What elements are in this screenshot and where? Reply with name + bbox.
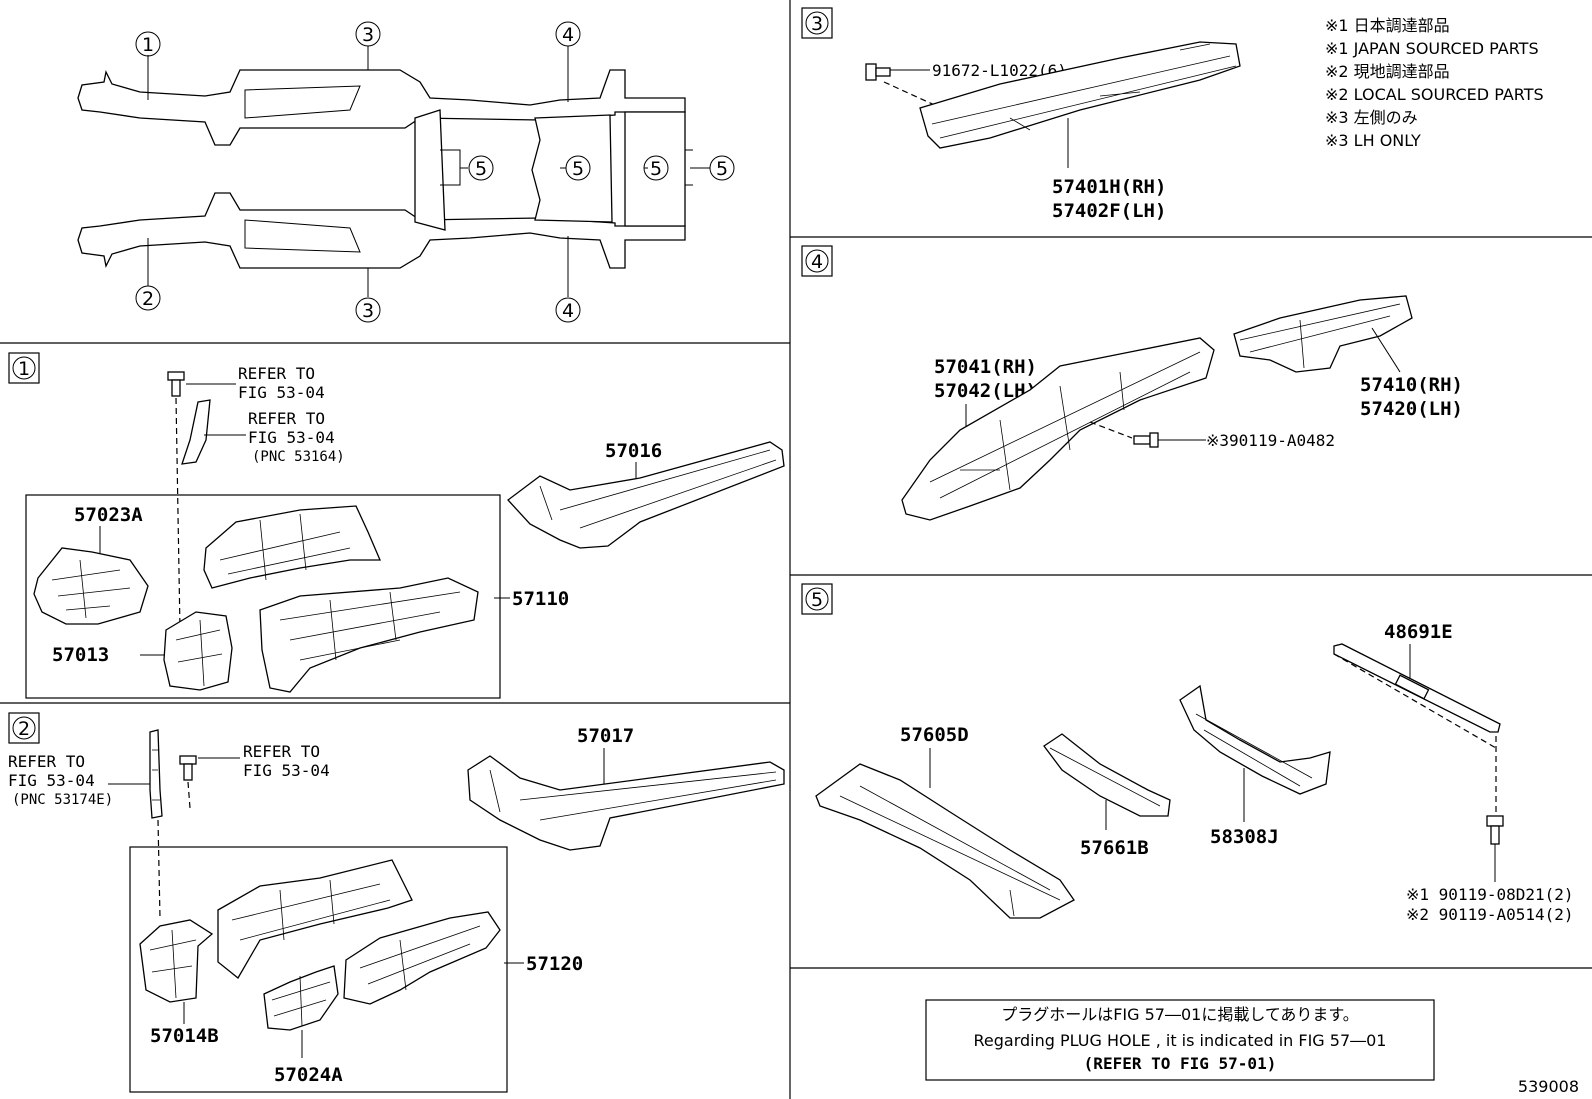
- bracket-part: [149, 729, 163, 819]
- note-line: プラグホールはFIG 57―01に掲載してあります。: [1001, 1005, 1359, 1024]
- part-57023a: [33, 547, 149, 625]
- part-number-57023a: 57023A: [74, 504, 143, 526]
- section-1: 1 REFER TO FIG 53-04 REFER TO FIG 53-04 …: [8, 352, 785, 699]
- part-58308j: [1179, 684, 1331, 795]
- legend-line: ※2 LOCAL SOURCED PARTS: [1325, 85, 1544, 104]
- part-57017: [467, 755, 785, 851]
- part-57014b: [139, 919, 214, 1003]
- section-3-tag: 3: [811, 13, 823, 35]
- part-number-57041: 57041(RH): [934, 356, 1037, 378]
- bracket-part: [181, 399, 211, 465]
- part-dash-panel: [203, 505, 381, 589]
- part-rocker-panel: [919, 41, 1241, 149]
- part-number-57110: 57110: [512, 588, 569, 610]
- overview-callouts: 1 2 3 3 4 4 5 5 5 5: [135, 21, 735, 323]
- part-57661b: [1043, 733, 1171, 817]
- overview-frame: [77, 46, 710, 297]
- refer-label: FIG 53-04: [8, 771, 95, 790]
- refer-label: REFER TO: [238, 364, 315, 383]
- bolt-icon: [1486, 815, 1504, 845]
- part-number-57410: 57410(RH): [1360, 374, 1463, 396]
- callout-5-c: 5: [650, 158, 662, 180]
- part-57605d: [815, 763, 1075, 919]
- part-number-57016: 57016: [605, 440, 662, 462]
- legend: ※1 日本調達部品 ※1 JAPAN SOURCED PARTS ※2 現地調達…: [1325, 16, 1544, 150]
- callout-4-top: 4: [562, 24, 574, 46]
- part-number-57017: 57017: [577, 725, 634, 747]
- callout-1: 1: [142, 34, 154, 56]
- refer-label: (PNC 53174E): [12, 792, 113, 808]
- section-4: 4 57041(RH) 57042(LH) 57410(RH) 57420(LH…: [801, 245, 1463, 521]
- part-number-57024a: 57024A: [274, 1064, 343, 1086]
- part-number-48691e: 48691E: [1384, 621, 1453, 643]
- bolt-icon: [167, 371, 185, 397]
- refer-label: REFER TO: [243, 742, 320, 761]
- part-57013: [163, 611, 233, 691]
- part-57016: [507, 441, 785, 549]
- legend-line: ※3 LH ONLY: [1325, 131, 1421, 150]
- part-number-57661b: 57661B: [1080, 837, 1149, 859]
- section-2: 2 REFER TO FIG 53-04 (PNC 53174E) REFER …: [8, 712, 785, 1093]
- part-number-57605d: 57605D: [900, 724, 969, 746]
- callout-5-d: 5: [716, 158, 728, 180]
- section-4-tag: 4: [811, 251, 823, 273]
- note-line: (REFER TO FIG 57-01): [1084, 1054, 1277, 1073]
- callout-4-bottom: 4: [562, 300, 574, 322]
- refer-label: REFER TO: [8, 752, 85, 771]
- part-number-57013: 57013: [52, 644, 109, 666]
- section-2-tag: 2: [18, 718, 30, 740]
- legend-line: ※3 左側のみ: [1325, 108, 1418, 127]
- refer-label: FIG 53-04: [238, 383, 325, 402]
- bolt-number: ※1 90119-08D21(2): [1406, 885, 1574, 904]
- refer-label: (PNC 53164): [252, 449, 345, 465]
- figure-id: 539008: [1518, 1077, 1579, 1096]
- bolt-icon: [1133, 432, 1159, 448]
- callout-3-top: 3: [362, 24, 374, 46]
- section-3: 3 91672-L1022(6) 57401H(RH) 57402F(LH) ※…: [801, 7, 1544, 222]
- refer-label: REFER TO: [248, 409, 325, 428]
- part-front-side-member: [343, 911, 501, 1005]
- part-number-57120: 57120: [526, 953, 583, 975]
- part-dash-panel: [217, 859, 413, 979]
- callout-2: 2: [142, 288, 154, 310]
- part-front-side-member: [259, 577, 479, 693]
- callout-5-b: 5: [572, 158, 584, 180]
- bolt-number: ※390119-A0482: [1206, 431, 1335, 450]
- part-number-57402f: 57402F(LH): [1052, 200, 1166, 222]
- part-number-57401h: 57401H(RH): [1052, 176, 1166, 198]
- part-57041: [901, 337, 1215, 521]
- section-5: 5 57605D 57661B 58308J 48691E ※1 90119-0…: [801, 583, 1574, 924]
- refer-label: FIG 53-04: [243, 761, 330, 780]
- part-number-57420: 57420(LH): [1360, 398, 1463, 420]
- callout-3-bottom: 3: [362, 300, 374, 322]
- legend-line: ※2 現地調達部品: [1325, 62, 1450, 81]
- refer-label: FIG 53-04: [248, 428, 335, 447]
- bolt-icon: [865, 63, 891, 81]
- part-number-57014b: 57014B: [150, 1025, 219, 1047]
- part-57410: [1233, 295, 1413, 373]
- part-number-57042: 57042(LH): [934, 380, 1037, 402]
- callout-5-a: 5: [475, 158, 487, 180]
- part-number-58308j: 58308J: [1210, 826, 1279, 848]
- section-1-tag: 1: [18, 358, 30, 380]
- footer-note: プラグホールはFIG 57―01に掲載してあります。 Regarding PLU…: [925, 999, 1435, 1081]
- note-line: Regarding PLUG HOLE , it is indicated in…: [974, 1031, 1387, 1050]
- bolt-number: 91672-L1022(6): [932, 61, 1067, 80]
- bolt-number: ※2 90119-A0514(2): [1406, 905, 1574, 924]
- legend-line: ※1 JAPAN SOURCED PARTS: [1325, 39, 1539, 58]
- section-5-tag: 5: [811, 589, 823, 611]
- legend-line: ※1 日本調達部品: [1325, 16, 1450, 35]
- bolt-icon: [179, 755, 197, 781]
